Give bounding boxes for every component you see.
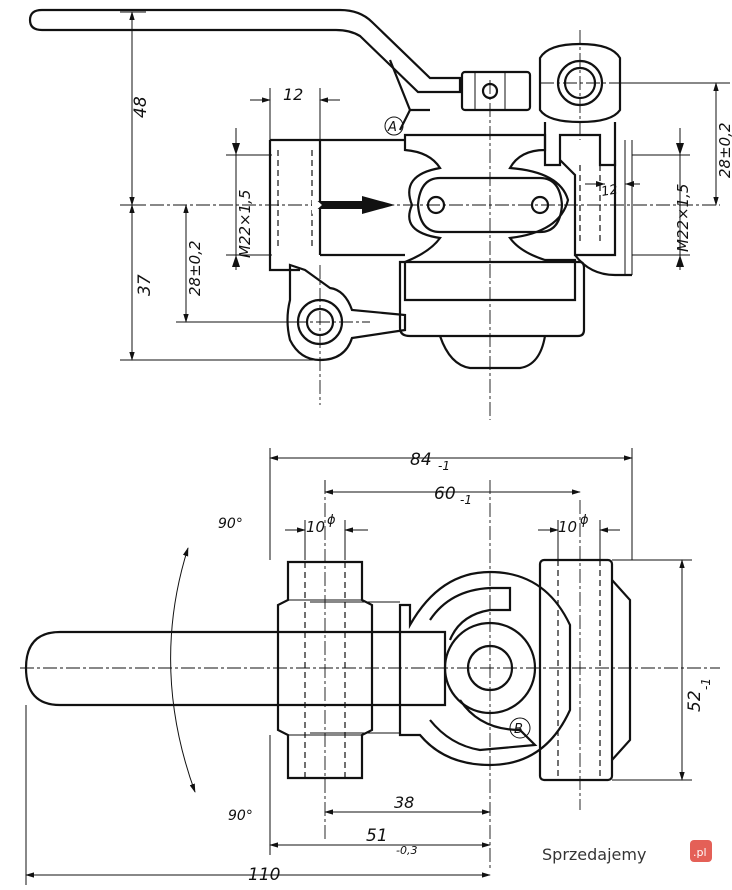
watermark-text: Sprzedajemy bbox=[542, 845, 646, 864]
top-view: A 48 37 28±0,2 M22×1,5 12 28±0,2 bbox=[28, 8, 732, 420]
label-a-circle bbox=[384, 116, 404, 136]
lower-bell bbox=[398, 260, 586, 338]
tolerance-28-right: 28±0,2 bbox=[716, 122, 732, 178]
dim-51: 51 bbox=[366, 826, 388, 846]
label-a: A bbox=[387, 120, 397, 135]
bv-hub-inner bbox=[466, 644, 514, 692]
lower-pivot bbox=[286, 263, 407, 362]
label-b: B bbox=[514, 722, 523, 737]
central-oval bbox=[416, 176, 564, 234]
oval-hole-right bbox=[530, 195, 550, 215]
bv-right-port bbox=[538, 558, 614, 782]
dim-60-tol: -1 bbox=[460, 493, 472, 507]
label-b-circle bbox=[509, 717, 531, 739]
oval-hole-left bbox=[426, 195, 446, 215]
bv-lever-handle bbox=[24, 630, 447, 707]
bv-hub-outer bbox=[443, 621, 537, 715]
lever-link bbox=[388, 59, 430, 131]
phi-right: ϕ bbox=[580, 513, 589, 528]
dim-84: 84 bbox=[410, 450, 432, 470]
rotation-arc bbox=[170, 547, 196, 793]
thread-m22-left: M22×1,5 bbox=[236, 190, 254, 258]
dim-12: 12 bbox=[283, 85, 303, 104]
pivot-bracket bbox=[460, 70, 532, 112]
watermark-badge bbox=[690, 840, 712, 862]
right-guide bbox=[543, 122, 617, 167]
phi-left: ϕ bbox=[327, 513, 336, 528]
dim-37: 37 bbox=[135, 274, 155, 296]
valve-port-outer bbox=[556, 59, 604, 107]
watermark: Sprzedajemy .pl bbox=[542, 840, 712, 864]
angle-bottom: 90° bbox=[228, 808, 253, 824]
lever-handle bbox=[28, 8, 462, 94]
dim-48: 48 bbox=[131, 96, 151, 118]
dim-38: 38 bbox=[394, 793, 414, 812]
dim-12-right: 12 bbox=[600, 182, 619, 200]
thread-m22-right: M22×1,5 bbox=[674, 184, 692, 252]
pivot-hole bbox=[481, 82, 499, 100]
angle-top: 90° bbox=[218, 516, 243, 532]
dim-52: 52 bbox=[685, 690, 705, 712]
dim-10-left: 10 bbox=[306, 518, 325, 536]
dim-60: 60 bbox=[434, 484, 456, 504]
valve-housing-top bbox=[538, 42, 622, 124]
lower-pivot-inner bbox=[305, 307, 335, 337]
dim-110: 110 bbox=[248, 865, 280, 885]
left-port bbox=[268, 138, 405, 272]
dim-51-tol: -0,3 bbox=[396, 844, 417, 857]
flow-arrow bbox=[312, 196, 395, 214]
central-body bbox=[403, 133, 577, 302]
dim-52-tol: -1 bbox=[699, 678, 713, 690]
valve-port-inner bbox=[563, 66, 597, 100]
dim-10-right: 10 bbox=[558, 518, 577, 536]
dim-84-tol: -1 bbox=[438, 459, 450, 473]
tolerance-28-left: 28±0,2 bbox=[186, 240, 204, 296]
bv-central-disc bbox=[398, 570, 572, 767]
watermark-suffix: .pl bbox=[693, 846, 707, 859]
bottom-view: B 90° 90° 84 -1 60 -1 10 ϕ 10 ϕ 52 bbox=[20, 448, 720, 885]
